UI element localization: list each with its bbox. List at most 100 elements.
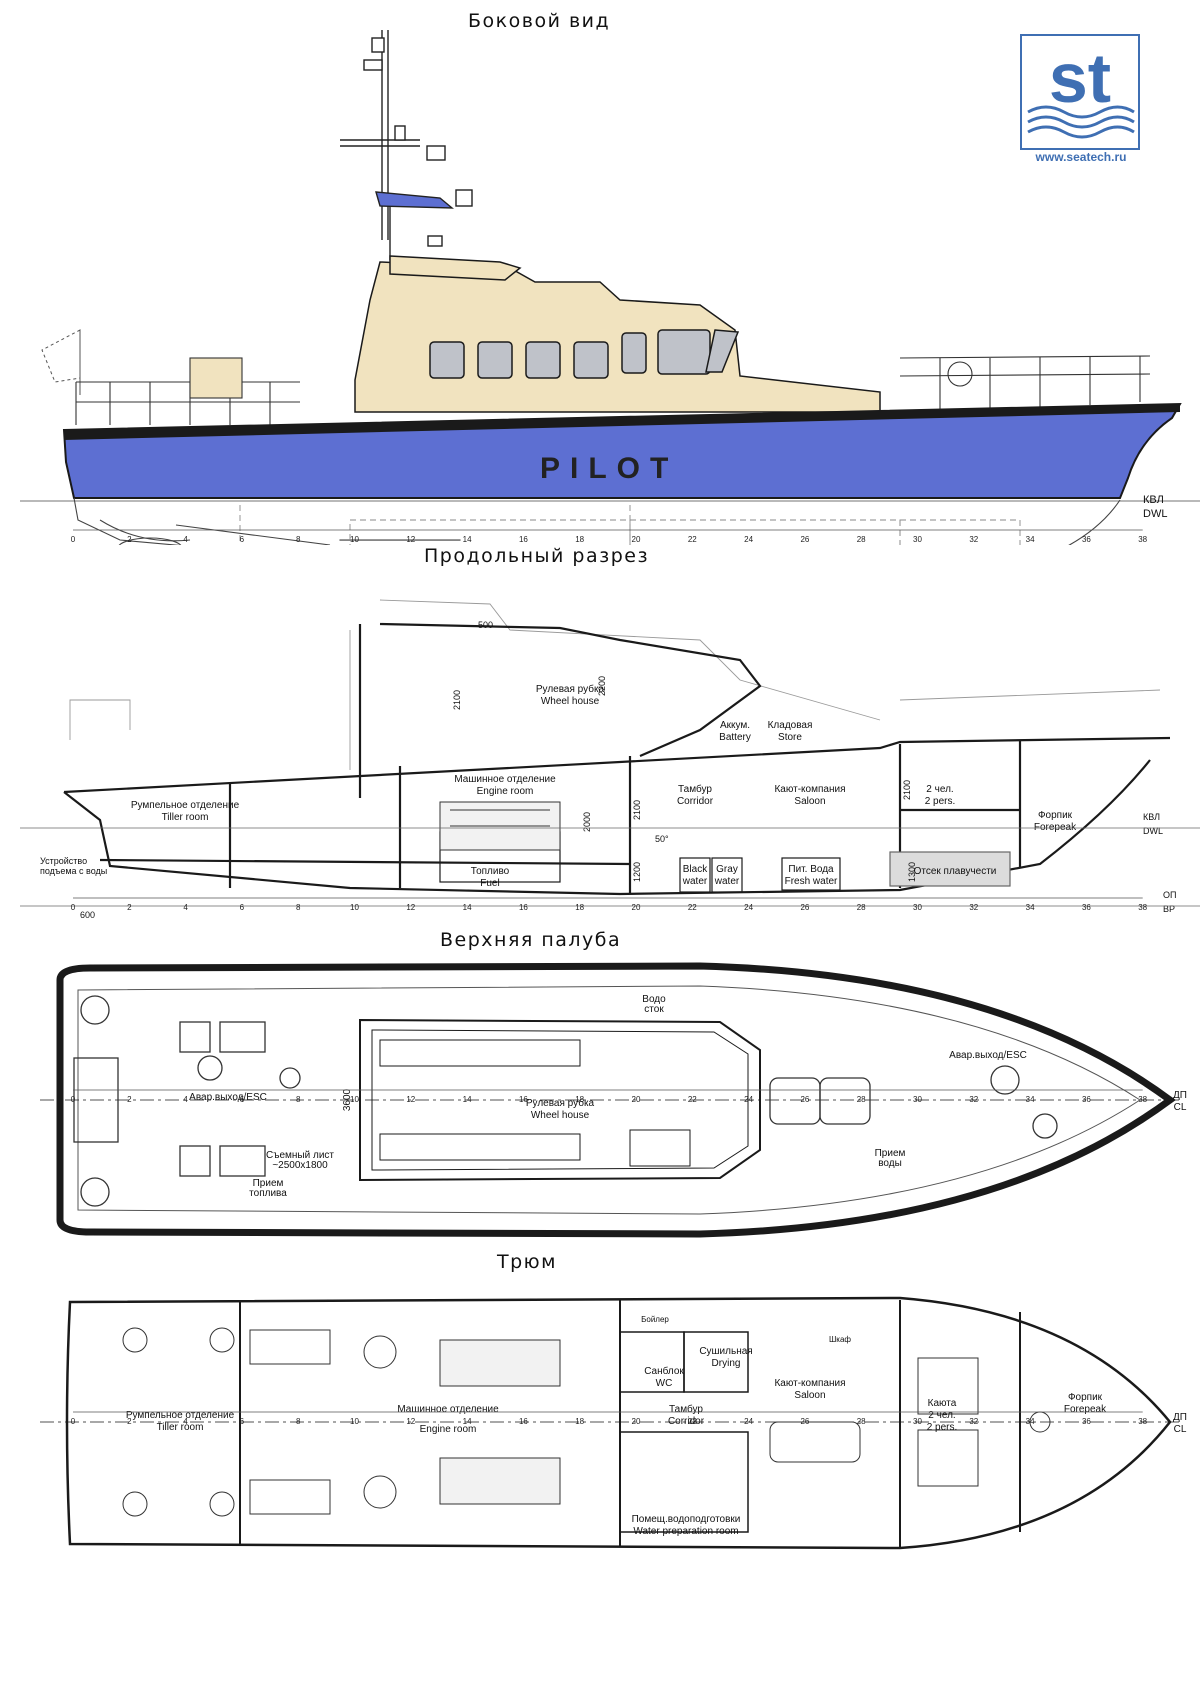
dim-2100-a: 2100 xyxy=(452,690,462,710)
frame-number: 36 xyxy=(1082,535,1091,544)
hold-saloon-en: Saloon xyxy=(794,1390,825,1401)
section-black-water-2: water xyxy=(682,876,708,887)
lift-device-label-1: Устройство xyxy=(40,856,87,866)
deck-wheelhouse-ru: Рулевая рубка xyxy=(526,1097,595,1109)
hold-cl-ru: ДП xyxy=(1173,1412,1187,1423)
engine-block xyxy=(439,801,561,851)
frame-number: 8 xyxy=(296,1095,301,1104)
hold-drying-en: Drying xyxy=(712,1358,741,1369)
section-baseline-en: BP xyxy=(1163,904,1175,914)
frame-number: 18 xyxy=(575,903,584,912)
side-view-title: Боковой вид xyxy=(468,10,611,32)
frame-number: 36 xyxy=(1082,903,1091,912)
frame-number: 12 xyxy=(406,1095,415,1104)
deck-wheelhouse xyxy=(359,1018,761,1182)
deck-cl-en: CL xyxy=(1174,1102,1187,1113)
frame-number: 26 xyxy=(800,1417,809,1426)
frame-number: 34 xyxy=(1026,1417,1035,1426)
water-intake-1: Прием xyxy=(875,1148,906,1159)
frame-number: 22 xyxy=(688,1095,697,1104)
frame-number: 16 xyxy=(519,903,528,912)
frame-number: 12 xyxy=(406,535,415,544)
removable-sheet-1: Съемный лист xyxy=(266,1150,334,1161)
hold-corridor-en: Corridor xyxy=(668,1416,705,1427)
hold-engine-en: Engine room xyxy=(420,1424,477,1435)
frame-number: 36 xyxy=(1082,1417,1091,1426)
drain-2: сток xyxy=(644,1004,664,1015)
frame-number: 24 xyxy=(744,1417,753,1426)
section-tiller-en: Tiller room xyxy=(162,812,209,823)
hold-cabin-en: 2 pers. xyxy=(927,1422,958,1433)
frame-number: 8 xyxy=(296,535,301,544)
section-view-title: Продольный разрез xyxy=(424,545,650,567)
dim-angle: 50° xyxy=(655,834,669,844)
frame-number: 6 xyxy=(240,1417,245,1426)
lift-device-label-2: подъема с воды xyxy=(40,866,107,876)
hold-cabin-line2: 2 чел. xyxy=(928,1410,955,1421)
fuel-intake-2: топлива xyxy=(249,1188,287,1199)
deck-outline xyxy=(40,962,1180,1238)
section-tiller-ru: Румпельное отделение xyxy=(131,800,240,811)
frame-number: 12 xyxy=(406,903,415,912)
dim-1300: 1300 xyxy=(907,862,917,882)
frame-number: 10 xyxy=(350,903,359,912)
deck-view-title: Верхняя палуба xyxy=(440,929,622,951)
frame-number: 26 xyxy=(800,535,809,544)
section-saloon-ru: Кают-компания xyxy=(774,784,845,795)
section-engine-en: Engine room xyxy=(477,786,534,797)
section-fuel-ru: Топливо xyxy=(471,866,510,877)
hold-wardrobe-label: Шкаф xyxy=(829,1335,851,1344)
frame-number: 6 xyxy=(240,535,245,544)
section-ghost-lines xyxy=(69,599,1161,770)
frame-number: 22 xyxy=(688,535,697,544)
frame-number: 10 xyxy=(350,1417,359,1426)
frame-number: 28 xyxy=(857,1417,866,1426)
section-forepeak-en: Forepeak xyxy=(1034,822,1077,833)
section-gray-water-2: water xyxy=(714,876,740,887)
seatech-logo: st xyxy=(1020,34,1140,150)
hold-forepeak-ru: Форпик xyxy=(1068,1392,1103,1403)
frame-number: 0 xyxy=(71,1417,76,1426)
frame-number: 34 xyxy=(1026,1095,1035,1104)
section-store-en: Store xyxy=(778,732,802,743)
section-outline xyxy=(63,622,1171,896)
railings xyxy=(75,355,1151,425)
frame-number: 20 xyxy=(632,1095,641,1104)
frame-number: 32 xyxy=(969,1417,978,1426)
hull-name-text: PILOT xyxy=(540,452,678,485)
frame-number: 20 xyxy=(632,903,641,912)
section-buoyancy-label: Отсек плавучести xyxy=(914,866,997,877)
section-waterlines xyxy=(20,827,1200,907)
section-corridor-en: Corridor xyxy=(677,796,714,807)
drain-1: Водо xyxy=(642,994,666,1005)
section-waterline-ru: КВЛ xyxy=(1143,812,1160,822)
section-waterline-en: DWL xyxy=(1143,826,1163,836)
frame-number: 0 xyxy=(71,1095,76,1104)
frame-number: 0 xyxy=(71,903,76,912)
frame-number: 30 xyxy=(913,903,922,912)
hidden-lines xyxy=(239,505,1021,545)
frame-number: 6 xyxy=(240,1095,245,1104)
section-engine-ru: Машинное отделение xyxy=(454,774,556,785)
frame-number: 30 xyxy=(913,1417,922,1426)
frame-number: 36 xyxy=(1082,1095,1091,1104)
frame-number: 28 xyxy=(857,903,866,912)
frame-number: 24 xyxy=(744,903,753,912)
frame-number: 4 xyxy=(183,1417,188,1426)
frame-number: 4 xyxy=(183,1095,188,1104)
hold-tiller-ru: Румпельное отделение xyxy=(126,1410,235,1421)
frame-number: 18 xyxy=(575,1417,584,1426)
mast xyxy=(340,30,473,260)
hull: PILOT xyxy=(62,402,1182,499)
dim-2100-c: 2100 xyxy=(902,780,912,800)
side-view-drawing: PILOT КВЛ DWL ОП BP 02468101214161820222… xyxy=(20,30,1200,545)
dim-1200: 1200 xyxy=(632,862,642,882)
hold-outline xyxy=(40,1296,1180,1550)
section-store-ru: Кладовая xyxy=(768,720,813,731)
frame-number: 8 xyxy=(296,1417,301,1426)
dim-2200: 2200 xyxy=(597,676,607,696)
section-battery-en: Battery xyxy=(719,732,751,743)
